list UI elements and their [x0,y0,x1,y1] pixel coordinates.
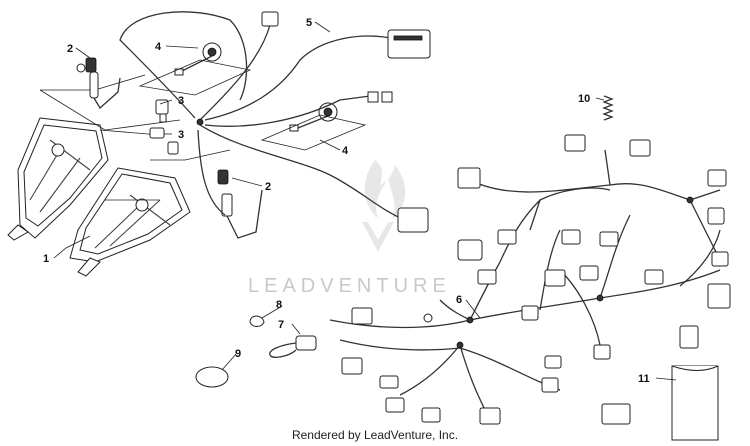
callout-6: 6 [456,294,462,306]
spring-10 [602,95,614,121]
adjuster-4a [174,42,222,76]
headlight-lower [69,167,191,277]
sleeve-11 [671,365,719,441]
headlight-upper [7,117,109,241]
main-wiring-harness [329,134,731,425]
callout-11: 11 [638,373,650,385]
watermark-text: LEADVENTURE [248,275,451,297]
headlight-harness [119,11,431,233]
callout-2-upper: 2 [67,43,73,55]
leadventure-logo [362,160,406,252]
relay-7 [269,335,317,358]
callout-7: 7 [278,319,284,331]
callout-3-lower: 3 [178,129,184,141]
callout-4-upper: 4 [155,41,162,53]
callout-9: 9 [235,348,241,360]
callout-3-upper: 3 [178,95,184,107]
callout-5: 5 [306,17,312,29]
ring-9 [195,366,229,388]
callout-8: 8 [276,299,282,311]
callout-4-lower: 4 [342,145,349,157]
bulb-3b [149,127,179,155]
clip-8 [249,315,265,327]
footer-credit: Rendered by LeadVenture, Inc. [291,428,459,442]
callout-10: 10 [578,93,590,105]
callout-2-lower: 2 [265,181,271,193]
bulb-socket-2b [217,169,263,239]
callout-1: 1 [43,253,49,265]
bulb-3a [155,99,169,123]
bulb-socket-2a [76,57,121,110]
